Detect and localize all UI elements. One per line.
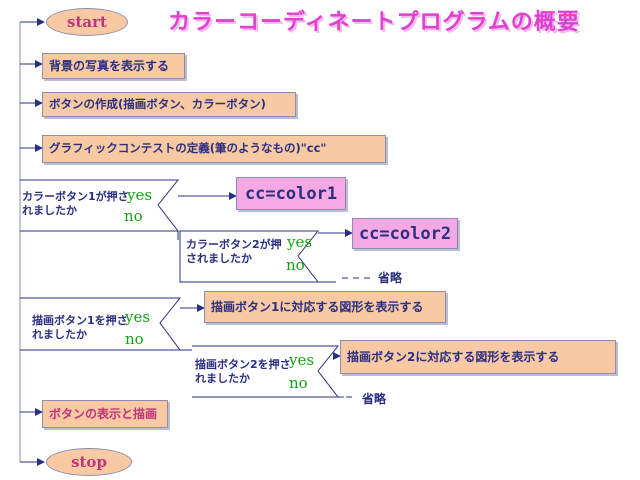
decision-draw2-no: no: [289, 374, 308, 392]
decision-draw2-yes: yes: [289, 351, 315, 369]
omitted-label-1: 省略: [378, 271, 403, 285]
page-title: カラーコーディネートプログラムの概要: [168, 10, 580, 35]
decision-color2-label: カラーボタン2が押されましたか: [186, 238, 282, 266]
decision-draw1-no: no: [125, 330, 144, 348]
decision-draw1-yes: yes: [125, 308, 151, 326]
decision-color1-label: カラーボタン1が押されましたか: [22, 190, 129, 218]
step-show-and-draw: ボタンの表示と描画: [42, 400, 168, 428]
decision-color2-no: no: [286, 256, 305, 274]
step-create-buttons: ボタンの作成(描画ボタン、カラーボタン): [42, 92, 296, 117]
result-draw-figure1: 描画ボタン1に対応する図形を表示する: [204, 291, 446, 323]
omitted-label-2: 省略: [362, 392, 387, 406]
decision-draw1-label: 描画ボタン1を押されましたか: [32, 314, 128, 342]
decision-color1-yes: yes: [127, 186, 153, 204]
step-show-background: 背景の写真を表示する: [42, 53, 185, 79]
step-define-cc: グラフィックコンテストの定義(筆のようなもの)"cc": [42, 135, 386, 163]
decision-color1-no: no: [124, 207, 143, 225]
start-terminal: start: [46, 8, 128, 36]
stop-terminal: stop: [46, 448, 132, 476]
result-draw-figure2: 描画ボタン2に対応する図形を表示する: [340, 340, 616, 374]
decision-draw2-label: 描画ボタン2を押されましたか: [195, 358, 291, 386]
result-cc-color2: cc=color2: [352, 218, 458, 249]
decision-color2-yes: yes: [287, 233, 313, 251]
result-cc-color1: cc=color1: [236, 177, 346, 210]
